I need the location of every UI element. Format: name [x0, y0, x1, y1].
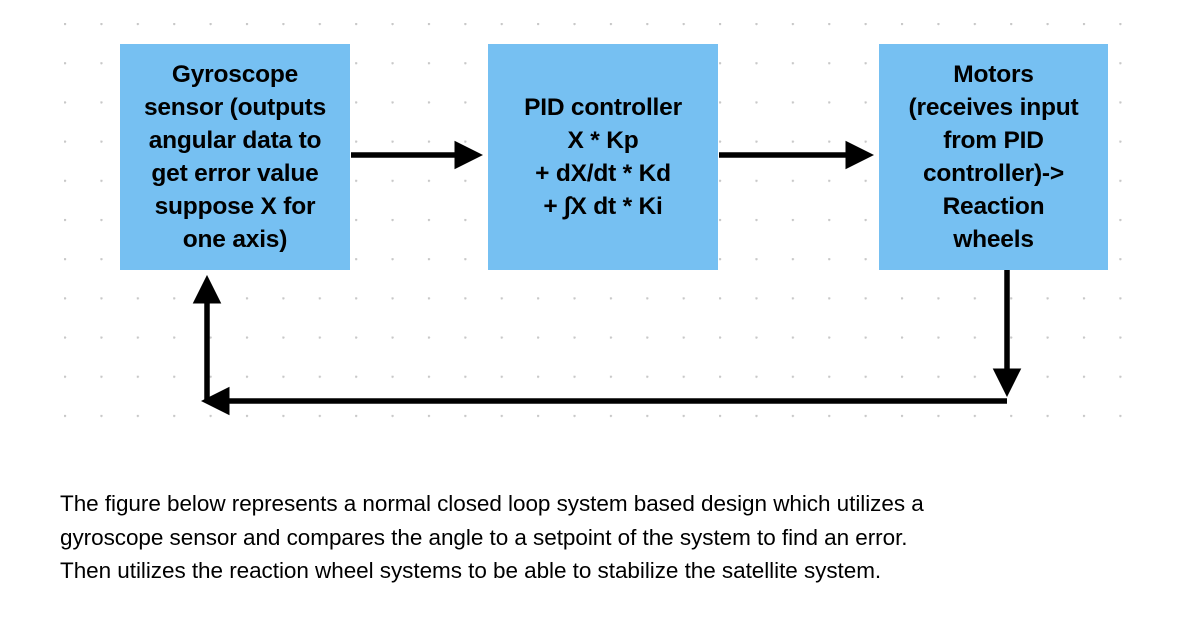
diagram-canvas: Gyroscope sensor (outputs angular data t… — [64, 23, 1136, 443]
block-gyroscope-sensor[interactable]: Gyroscope sensor (outputs angular data t… — [120, 44, 350, 270]
figure-caption: The figure below represents a normal clo… — [60, 491, 924, 583]
block-pid-controller[interactable]: PID controller X * Kp + dX/dt * Kd + ∫X … — [488, 44, 718, 270]
block-motors-reaction-wheels[interactable]: Motors (receives input from PID controll… — [879, 44, 1108, 270]
